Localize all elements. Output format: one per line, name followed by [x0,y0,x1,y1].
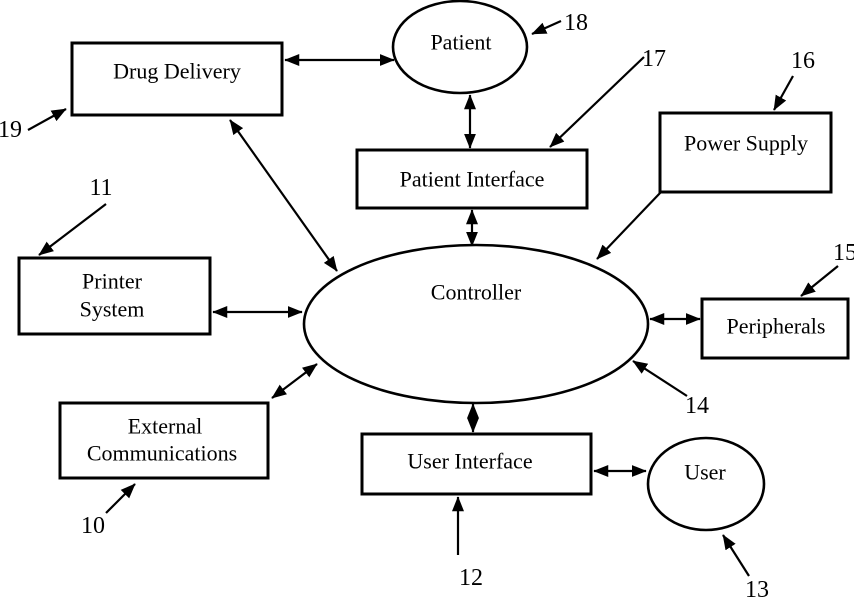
node-external-communications: External Communications [58,401,270,480]
ref-16-arrow [773,75,794,111]
ref-12: 12 [452,496,483,591]
power-supply-label: Power Supply [684,131,808,156]
peripherals-label: Peripherals [727,314,826,339]
patient-label: Patient [430,30,491,55]
ref-18: 18 [531,10,588,36]
conn-power-supply-controller [596,191,662,260]
ref-10: 10 [81,483,136,539]
ref-13-arrow [722,534,750,577]
ref-19-label: 19 [0,117,22,143]
user-interface-box [360,432,593,496]
peripherals-box [700,297,850,360]
external-communications-label-line1: External [128,414,203,439]
ref-17-arrow [549,56,645,148]
ref-18-label: 18 [564,10,588,36]
external-communications-label-line2: Communications [87,441,237,466]
node-patient-interface: Patient Interface [355,148,589,210]
node-user-interface: User Interface [360,432,593,496]
printer-system-label-line2: System [80,297,145,322]
node-patient: Patient [391,0,529,95]
node-drug-delivery: Drug Delivery [70,41,284,117]
ref-15-arrow [800,265,839,297]
conn-drug-delivery-controller [229,119,338,272]
ref-14-arrow [632,360,688,397]
patient-ellipse [391,0,529,95]
drug-delivery-box [70,41,284,117]
ref-19: 19 [0,108,67,143]
controller-label: Controller [431,280,522,305]
printer-system-box [17,256,212,336]
conn-external-communications-controller [271,363,318,399]
ref-16-label: 16 [791,48,815,74]
ref-16: 16 [773,48,815,111]
node-user: User [646,436,766,532]
ref-13: 13 [722,534,769,602]
ref-15: 15 [800,240,854,297]
ref-18-arrow [531,19,562,36]
power-supply-box [658,111,833,194]
ref-14: 14 [632,360,709,419]
node-peripherals: Peripherals [700,297,850,360]
node-controller: Controller [302,243,650,405]
external-communications-box [58,401,270,480]
user-label: User [684,460,726,485]
user-interface-label: User Interface [407,449,532,474]
ref-10-label: 10 [81,513,105,539]
ref-11-arrow [38,203,107,256]
controller-ellipse [302,243,650,405]
ref-19-arrow [27,108,67,131]
patient-interface-label: Patient Interface [400,167,545,192]
ref-17-label: 17 [642,46,666,72]
ref-11-label: 11 [89,175,112,201]
printer-system-label-line1: Printer [82,269,143,294]
ref-10-arrow [105,483,136,514]
user-ellipse [646,436,766,532]
node-printer-system: Printer System [17,256,212,336]
node-power-supply: Power Supply [658,111,833,194]
ref-11: 11 [38,175,113,256]
ref-17: 17 [549,46,666,148]
drug-delivery-label: Drug Delivery [113,59,241,84]
ref-13-label: 13 [745,577,769,602]
ref-12-label: 12 [459,565,483,591]
ref-14-label: 14 [685,393,709,419]
ref-15-label: 15 [833,240,854,266]
patient-interface-box [355,148,589,210]
